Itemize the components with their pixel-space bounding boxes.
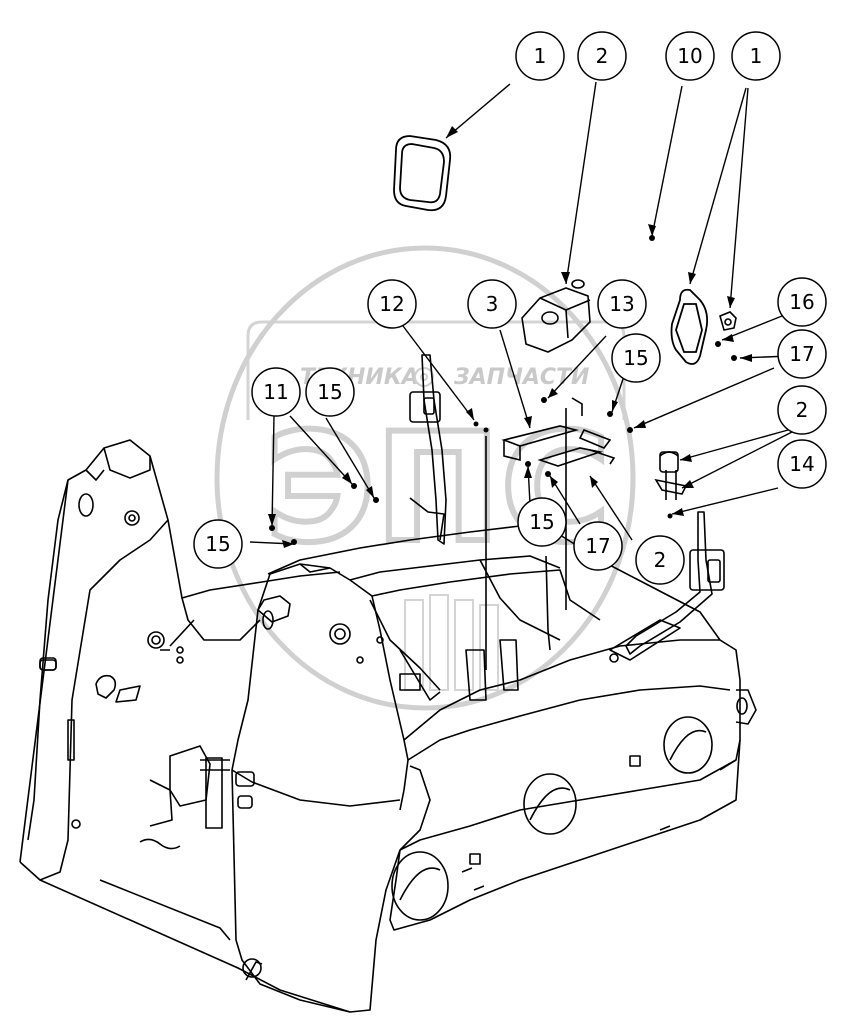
svg-text:15: 15: [529, 510, 554, 534]
callout-2-right: 2: [777, 385, 827, 435]
callout-2-top: 2: [577, 31, 627, 81]
part-window-right: [670, 288, 709, 365]
callout-15-upper-left: 15: [305, 367, 355, 417]
svg-text:2: 2: [796, 398, 809, 422]
fasteners: [269, 235, 737, 545]
left-lever: [421, 354, 447, 545]
svg-text:1: 1: [750, 44, 763, 68]
callout-17-right: 17: [777, 329, 827, 379]
callout-12: 12: [367, 279, 417, 329]
callout-11: 11: [251, 367, 301, 417]
callout-14: 14: [777, 439, 827, 489]
svg-text:3: 3: [486, 292, 499, 316]
arrowheads: [268, 126, 752, 548]
part-clip: [719, 311, 737, 331]
svg-text:13: 13: [609, 292, 634, 316]
svg-text:1: 1: [534, 44, 547, 68]
callout-13: 13: [597, 279, 647, 329]
callout-1-top-left: 1: [515, 31, 565, 81]
part-bracket: [501, 397, 616, 467]
callout-15-center: 15: [517, 497, 567, 547]
svg-text:17: 17: [789, 342, 814, 366]
part-valve: [654, 451, 688, 500]
svg-text:2: 2: [654, 548, 667, 572]
svg-text:15: 15: [623, 346, 648, 370]
svg-text:2: 2: [596, 44, 609, 68]
svg-text:15: 15: [205, 532, 230, 556]
svg-text:15: 15: [317, 380, 342, 404]
svg-text:17: 17: [585, 534, 610, 558]
callout-3: 3: [467, 279, 517, 329]
callout-15-left: 15: [193, 519, 243, 569]
watermark-bars-icon: [404, 594, 499, 691]
chassis-frame: [19, 354, 757, 1013]
callouts: 1 2 10 1 12 3 13 16: [193, 31, 827, 585]
callout-10: 10: [665, 31, 715, 81]
callout-16: 16: [777, 277, 827, 327]
watermark: ТЕХНИКА ЗАПЧАСТИ ЭПС: [214, 245, 636, 711]
svg-text:14: 14: [789, 452, 814, 476]
callout-2-bottom: 2: [635, 535, 685, 585]
callout-15-right: 15: [611, 333, 661, 383]
callout-1-top-right: 1: [731, 31, 781, 81]
callout-17-center: 17: [573, 521, 623, 571]
svg-text:11: 11: [263, 380, 288, 404]
svg-text:10: 10: [677, 44, 702, 68]
center-tower: [231, 563, 409, 811]
right-lever: [625, 511, 713, 655]
part-window-left: [393, 135, 452, 212]
watermark-right-text: ЗАПЧАСТИ: [453, 365, 589, 390]
part-reservoir: [521, 279, 591, 353]
svg-text:16: 16: [789, 290, 814, 314]
svg-text:12: 12: [379, 292, 404, 316]
